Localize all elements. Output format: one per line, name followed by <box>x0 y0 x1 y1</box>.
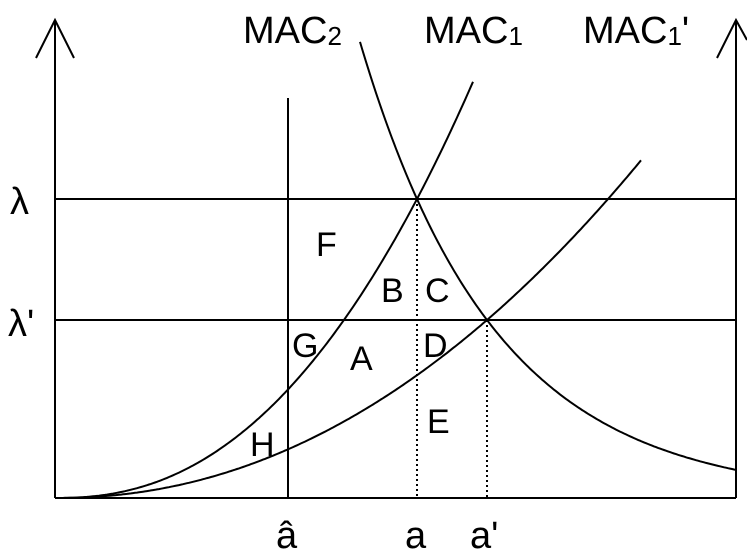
region-f-label: F <box>316 226 337 264</box>
a-hat-label: â <box>276 515 298 557</box>
region-d-label: D <box>423 327 448 365</box>
mac2-curve <box>359 41 737 471</box>
lambda-label: λ <box>10 181 29 223</box>
mac2-label: MAC2 <box>243 10 342 52</box>
region-g-label: G <box>292 327 318 365</box>
mac1-curve <box>55 81 474 499</box>
mac1-prime-curve <box>55 159 642 499</box>
right-axis-arrow-icon <box>716 17 747 59</box>
y-axis-arrow-icon <box>35 17 75 59</box>
mac1-prime-label: MAC1' <box>583 10 689 52</box>
region-h-label: H <box>250 426 275 464</box>
a-prime-label: a' <box>470 515 498 557</box>
region-b-label: B <box>381 272 404 310</box>
mac1-label: MAC1 <box>424 10 523 52</box>
region-e-label: E <box>427 403 450 441</box>
a-label: a <box>405 515 427 557</box>
lambda-prime-label: λ' <box>8 303 34 345</box>
region-c-label: C <box>425 272 450 310</box>
region-a-label: A <box>350 340 373 378</box>
